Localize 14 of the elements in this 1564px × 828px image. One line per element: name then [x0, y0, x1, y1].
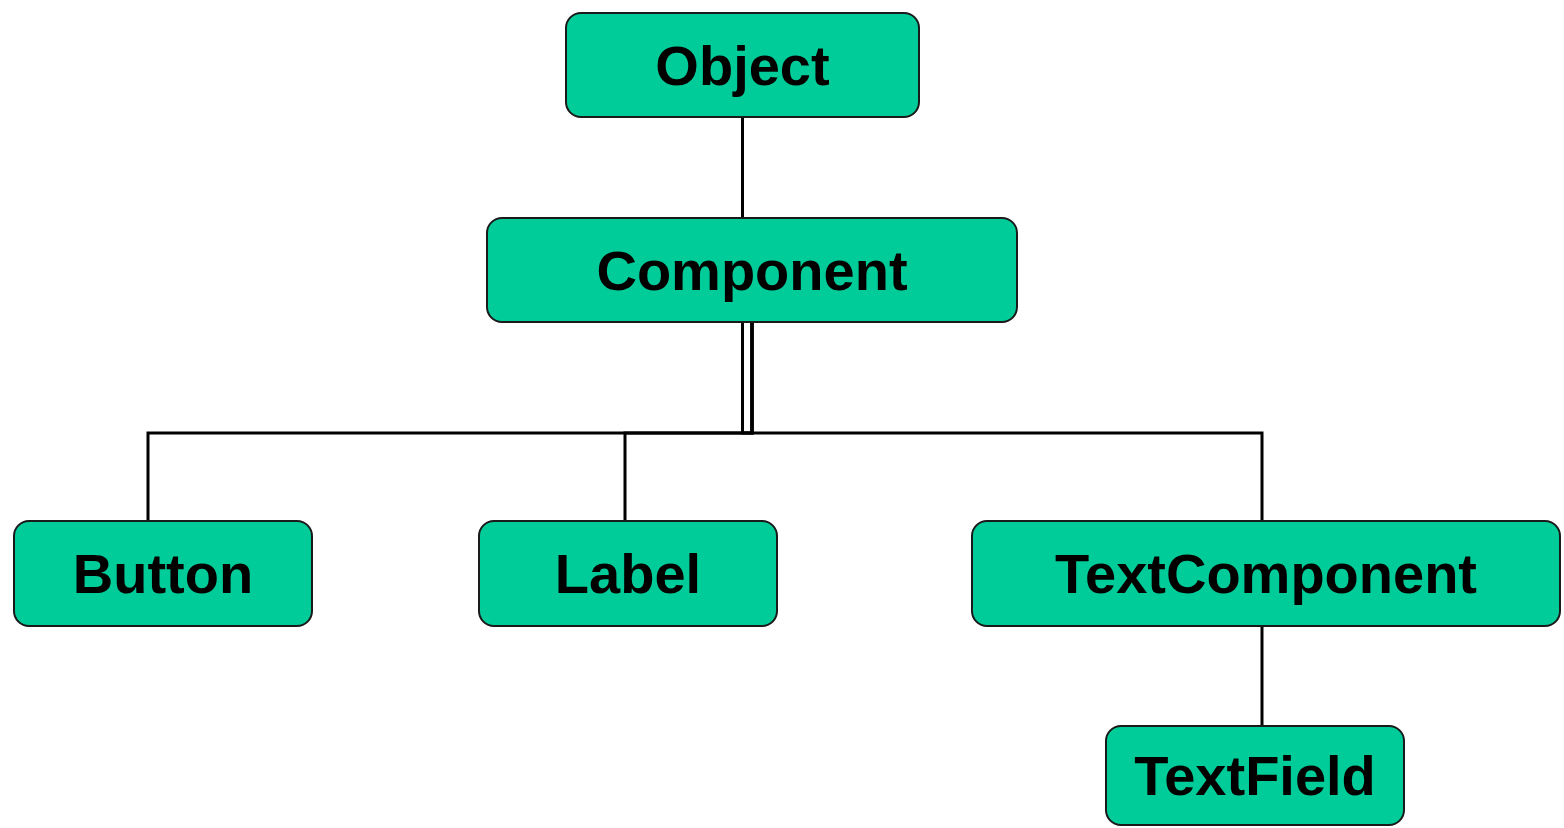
- class-box: [1105, 725, 1405, 826]
- class-name: Button: [72, 541, 254, 606]
- class-box: [478, 520, 778, 627]
- connector-line: [1260, 627, 1264, 725]
- class-name: TextField: [1134, 743, 1376, 808]
- class-name: Object: [655, 32, 830, 98]
- class-box: [486, 217, 1018, 323]
- class-box: [13, 520, 313, 627]
- connector-line: [750, 323, 1264, 520]
- class-name: Label: [554, 541, 702, 606]
- class-name: Component: [596, 237, 908, 303]
- class-name: TextComponent: [1054, 541, 1478, 606]
- class-box: [565, 12, 920, 118]
- class-box: [971, 520, 1561, 627]
